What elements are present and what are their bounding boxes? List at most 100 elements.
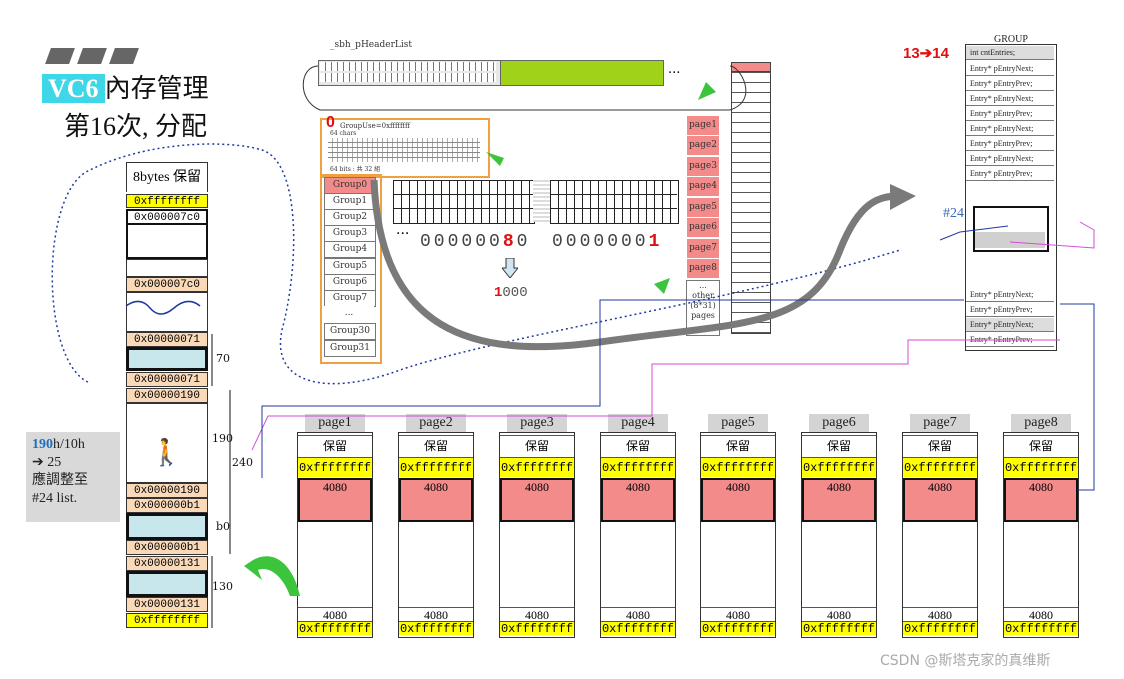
group-item: Group0	[324, 177, 376, 194]
chunk-cell: 0x000000b1	[126, 498, 208, 513]
title-decoration	[45, 48, 75, 64]
chunk-block	[126, 571, 208, 597]
page-cell-reserve: 保留	[903, 435, 977, 455]
chunk-body	[126, 225, 208, 259]
group-item: Group3	[324, 225, 376, 242]
page-cell-top: 0xffffffff	[1004, 457, 1078, 477]
chunk-block	[126, 513, 208, 540]
group-item: Group6	[324, 274, 376, 291]
bitmap-grid-line	[550, 194, 677, 195]
group-item: Group4	[324, 241, 376, 258]
chunk-cell: 0x00000131	[126, 597, 208, 612]
region-text: 64 chars	[330, 130, 357, 137]
group-item: Group2	[324, 209, 376, 226]
page-list-item: page3	[686, 156, 720, 177]
page-cell-bottom-size: 4080	[298, 607, 372, 622]
page-other-text: ...	[699, 281, 707, 290]
page-cell-size: 4080	[1004, 478, 1078, 522]
page-cell-bottom: 0xffffffff	[601, 621, 675, 636]
page-other-text: (8*31)	[690, 301, 716, 310]
bits-text: 0	[516, 232, 531, 252]
chunk-cell: 0x00000071	[126, 332, 208, 347]
header-list-cells	[320, 73, 496, 82]
group-entry: Entry* pEntryNext;	[966, 288, 1054, 302]
page-list-item: page2	[686, 135, 720, 156]
page-cell-bottom-size: 4080	[1004, 607, 1078, 622]
title-decoration	[109, 48, 139, 64]
page-list-item: page7	[686, 238, 720, 259]
bits-highlight: 8	[502, 232, 517, 252]
header-list-label: _sbh_pHeaderList	[330, 40, 412, 50]
group-item: ...	[324, 306, 374, 321]
page-cell-bottom-size: 4080	[399, 607, 473, 622]
header-array-current	[731, 62, 771, 72]
chunk-break	[126, 292, 208, 332]
page-cell-bottom: 0xffffffff	[500, 621, 574, 636]
page-tab: page3	[507, 414, 567, 432]
page-tab: page7	[910, 414, 970, 432]
page-other-text: pages	[691, 311, 715, 320]
bitmap-grid-right	[550, 180, 679, 224]
stick-figure-icon: 🚶	[150, 438, 183, 468]
chunk-block	[126, 347, 208, 371]
group-item: Group7	[324, 290, 376, 307]
page-list-item: page6	[686, 217, 720, 238]
title-text: 內存管理	[104, 74, 209, 103]
page-cell-size: 4080	[903, 478, 977, 522]
page-cell-reserve: 保留	[500, 435, 574, 455]
group-entry: Entry* pEntryPrev;	[966, 167, 1054, 181]
page-cell-size: 4080	[802, 478, 876, 522]
down-arrow-icon	[500, 257, 520, 279]
header-array-column	[731, 62, 771, 334]
page-cell-reserve: 保留	[298, 435, 372, 455]
note-text: #24 list.	[32, 491, 78, 506]
entry-count-change: 13➔14	[903, 45, 949, 62]
group-entry: Entry* pEntryPrev;	[966, 77, 1054, 91]
dimension-label: 70	[216, 352, 230, 365]
page-cell-top: 0xffffffff	[399, 457, 473, 477]
page-list-item: page1	[686, 115, 720, 136]
group-entry: Entry* pEntryNext;	[966, 92, 1054, 106]
group-struct-box	[965, 44, 1057, 351]
page-cell-bottom: 0xffffffff	[903, 621, 977, 636]
page-tab: page6	[809, 414, 869, 432]
group-entry: Entry* pEntryNext;	[966, 122, 1054, 136]
group-struct-title: GROUP	[994, 34, 1028, 45]
page-list-item: page4	[686, 176, 720, 197]
bitmap-grid-line	[550, 208, 677, 209]
bitmap-grid-line	[393, 194, 533, 195]
page-tab: page1	[305, 414, 365, 432]
bits-result: 1000	[494, 285, 528, 301]
header-list-ellipsis: ...	[668, 62, 681, 77]
page-cell-bottom-size: 4080	[601, 607, 675, 622]
region-text: GroupUse=0xffffffff	[340, 122, 410, 130]
page-cell-bottom: 0xffffffff	[1004, 621, 1078, 636]
chunk-cell: 0x000000b1	[126, 540, 208, 555]
group-item: Group31	[324, 340, 376, 357]
bits-text: 0000000	[552, 232, 649, 252]
dimension-label: b0	[216, 520, 231, 533]
group-entry: Entry* pEntryPrev;	[966, 107, 1054, 121]
group-field: int cntEntries;	[966, 46, 1054, 60]
page-cell-size: 4080	[701, 478, 775, 522]
page-cell-bottom-size: 4080	[802, 607, 876, 622]
note-text: ➔ 25	[32, 455, 62, 470]
chunk-cell: 0xffffffff	[126, 194, 208, 208]
page-list-item: page8	[686, 258, 720, 279]
bits-highlight: 1	[648, 232, 663, 252]
page-tab: page2	[406, 414, 466, 432]
group-entry: Entry* pEntryPrev;	[966, 303, 1054, 317]
bits-ellipsis: ...	[396, 222, 410, 238]
region-bit-rows	[328, 138, 480, 162]
page-cell-bottom-size: 4080	[500, 607, 574, 622]
page-cell-reserve: 保留	[701, 435, 775, 455]
list-index-label: #24	[943, 206, 964, 221]
